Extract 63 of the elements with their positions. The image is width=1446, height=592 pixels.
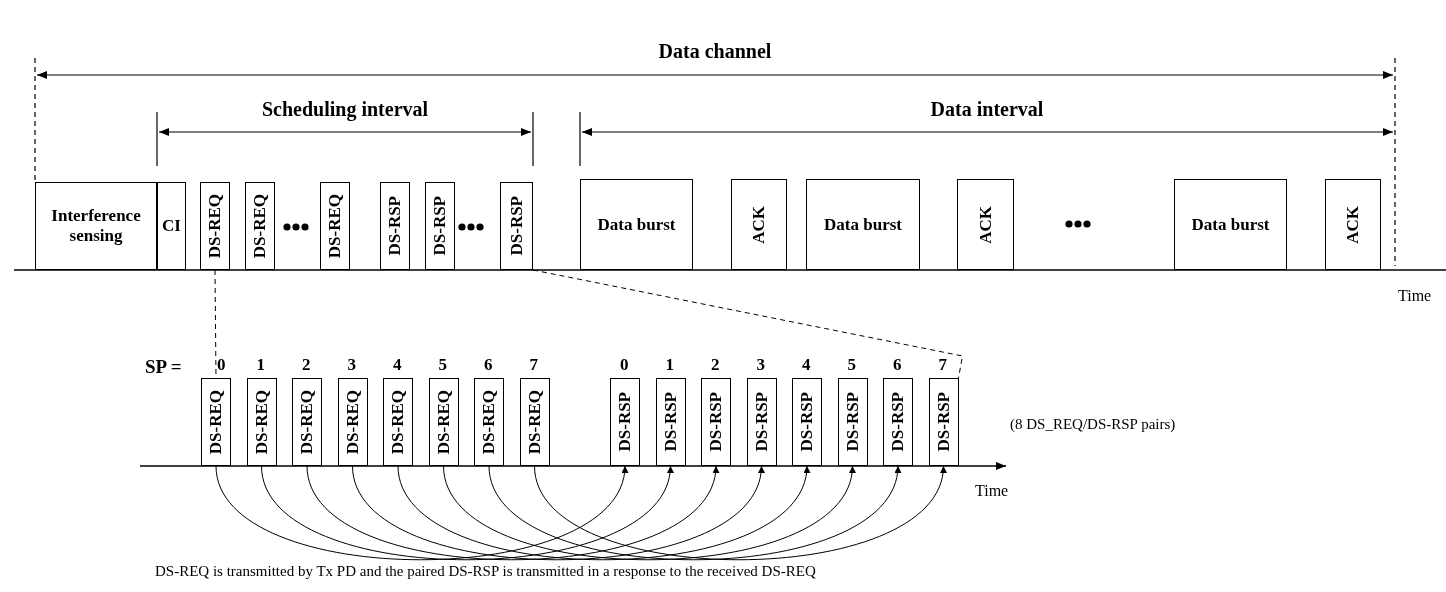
slot-number: 2 [711,355,720,375]
slot-box: DS-REQ [201,378,231,466]
slot-box: DS-RSP [380,182,410,270]
slot-box: DS-REQ [320,182,350,270]
arrow [261,465,672,561]
slot-box: DS-RSP [655,378,686,466]
arrow [306,465,718,561]
dimension-label: Data interval [930,98,1044,121]
slot-box: DS-RSP [610,378,640,466]
burst-box: Data burst [580,179,693,270]
arrow [215,465,627,561]
slot-box: DS-RSP [883,378,913,466]
slot-box: DS-RSP [701,378,731,466]
slot-number: 4 [393,355,402,375]
slot-box: DS-RSP [837,378,868,466]
slot-number: 5 [438,355,447,375]
slot-box: DS-RSP [746,378,777,466]
arrow [352,465,763,561]
slot-number: 0 [620,355,629,375]
axis-label: SP = [145,356,182,378]
axis-label: Time [975,482,1009,500]
axis-label: Time [1398,287,1432,305]
slot-box: DS-RSP [792,378,822,466]
slot-box: DS-REQ [383,378,413,466]
projection-line [532,269,963,379]
slot-box: DS-REQ [474,378,504,466]
slot-number: 1 [665,355,674,375]
slot-number: 6 [484,355,493,375]
slot-box: DS-REQ [337,378,368,466]
slot-box: DS-REQ [292,378,322,466]
slot-number: 4 [802,355,811,375]
slot-number: 3 [756,355,765,375]
slot-box: DS-REQ [519,378,550,466]
dimension-label: Data channel [658,40,772,63]
slot-box: DS-RSP [425,182,455,270]
slot-box: DS-REQ [200,182,230,270]
arrow [488,465,900,561]
arrow [443,465,854,561]
dimension-label: Scheduling interval [261,98,429,121]
slot-number: 2 [302,355,311,375]
slot-box: DS-REQ [246,378,277,466]
interval-box: CI [157,182,186,270]
burst-box: Data burst [1174,179,1287,270]
arrow [534,465,945,561]
slot-number: 5 [847,355,856,375]
slot-box: DS-REQ [245,182,275,270]
slot-number: 3 [347,355,356,375]
interval-box: Interference sensing [35,182,157,270]
slot-box: DS-REQ [428,378,459,466]
slot-box: ACK [731,179,787,270]
slot-box: ACK [957,179,1014,270]
note: (8 DS_REQ/DS-RSP pairs) [1010,416,1176,433]
slot-number: 6 [893,355,902,375]
caption: DS-REQ is transmitted by Tx PD and the paired DS-RSP is transmitted in a response to the received DS-REQ [155,563,816,580]
slot-box: ACK [1325,179,1381,270]
slot-box: DS-RSP [500,182,533,270]
arrow [397,465,809,561]
burst-box: Data burst [806,179,920,270]
slot-number: 7 [529,355,538,375]
slot-number: 7 [938,355,947,375]
slot-box: DS-RSP [928,378,959,466]
slot-number: 1 [256,355,265,375]
slot-number: 0 [217,355,226,375]
